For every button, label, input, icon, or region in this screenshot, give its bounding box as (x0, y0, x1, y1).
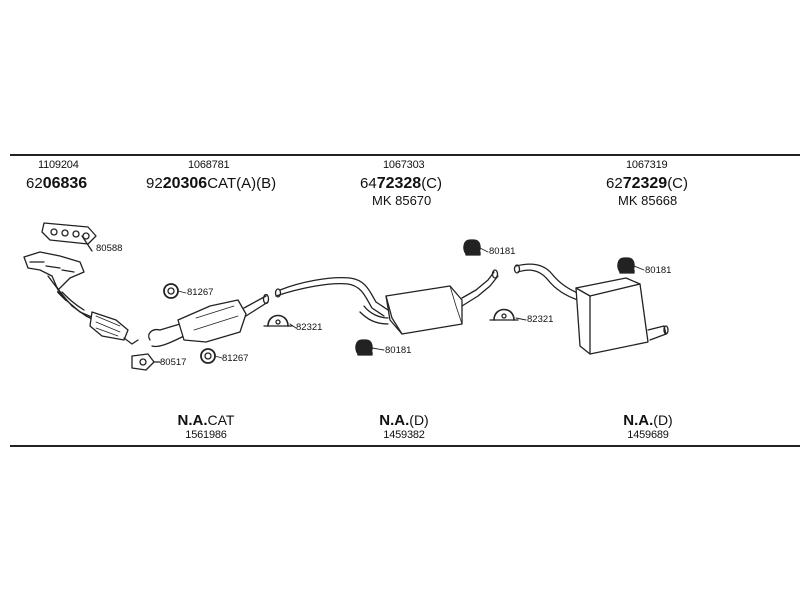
footer-na: N.A. (623, 412, 654, 429)
footer-na: N.A. (177, 412, 208, 429)
catalytic-converter-front (89, 311, 139, 345)
header-ref-1: 1109204 (38, 159, 79, 171)
header-ref-4: 1067319 (626, 159, 668, 171)
callout-82321-b: 82321 (527, 314, 554, 325)
code-main: 72329 (622, 175, 668, 192)
gasket-80517 (131, 353, 161, 371)
header-mk-4: MK 85668 (618, 193, 678, 208)
footer-na: N.A. (379, 412, 410, 429)
callout-81267-a: 81267 (187, 287, 214, 298)
clamp-82321-b (489, 308, 519, 321)
code-suffix: (C) (667, 175, 689, 192)
bottom-rule (10, 445, 800, 447)
top-rule (10, 154, 800, 156)
code-suffix: CAT(A)(B) (207, 175, 277, 192)
header-code-4: 6272329(C) (606, 176, 688, 192)
callout-80181-b: 80181 (385, 345, 412, 356)
footer-ref-2: 1459382 (383, 429, 425, 441)
header-mk-3: MK 85670 (372, 193, 432, 208)
callout-81267-b: 81267 (222, 353, 249, 364)
footer-code-2: N.A.(D) (379, 413, 428, 428)
rubber-mount-80181-c (617, 257, 635, 274)
callout-80588: 80588 (96, 243, 123, 254)
header-ref-2: 1068781 (188, 159, 230, 171)
rear-silencer (575, 277, 669, 355)
exhaust-manifold (23, 251, 99, 323)
code-main: 20306 (162, 175, 208, 192)
callout-82321-a: 82321 (296, 322, 323, 333)
rear-pipe (513, 263, 581, 301)
footer-code-1: N.A.CAT (178, 413, 235, 428)
center-silencer (359, 269, 499, 335)
gasket-80588 (41, 222, 97, 252)
header-ref-3: 1067303 (383, 159, 425, 171)
code-main: 72328 (376, 175, 422, 192)
code-prefix: 64 (360, 175, 377, 192)
footer-na-suffix: CAT (207, 412, 235, 428)
rubber-ring-81267-b (200, 348, 216, 364)
rubber-mount-80181-a (463, 239, 481, 256)
footer-code-3: N.A.(D) (623, 413, 672, 428)
rubber-ring-81267-a (163, 283, 179, 299)
callout-80181-a: 80181 (489, 246, 516, 257)
footer-ref-3: 1459689 (627, 429, 669, 441)
footer-na-suffix: (D) (653, 412, 673, 428)
middle-pipe (274, 276, 389, 317)
clamp-82321-a (263, 314, 293, 327)
code-prefix: 62 (26, 175, 43, 192)
footer-na-suffix: (D) (409, 412, 429, 428)
callout-80181-c: 80181 (645, 265, 672, 276)
header-code-3: 6472328(C) (360, 176, 442, 192)
rubber-mount-80181-b (355, 339, 373, 356)
header-code-1: 6206836 (26, 176, 87, 192)
catalytic-converter-main (148, 293, 270, 348)
callout-80517: 80517 (160, 357, 187, 368)
header-code-2: 9220306CAT(A)(B) (146, 176, 276, 192)
footer-ref-1: 1561986 (185, 429, 227, 441)
code-main: 06836 (42, 175, 88, 192)
code-suffix: (C) (421, 175, 443, 192)
code-prefix: 92 (146, 175, 163, 192)
code-prefix: 62 (606, 175, 623, 192)
